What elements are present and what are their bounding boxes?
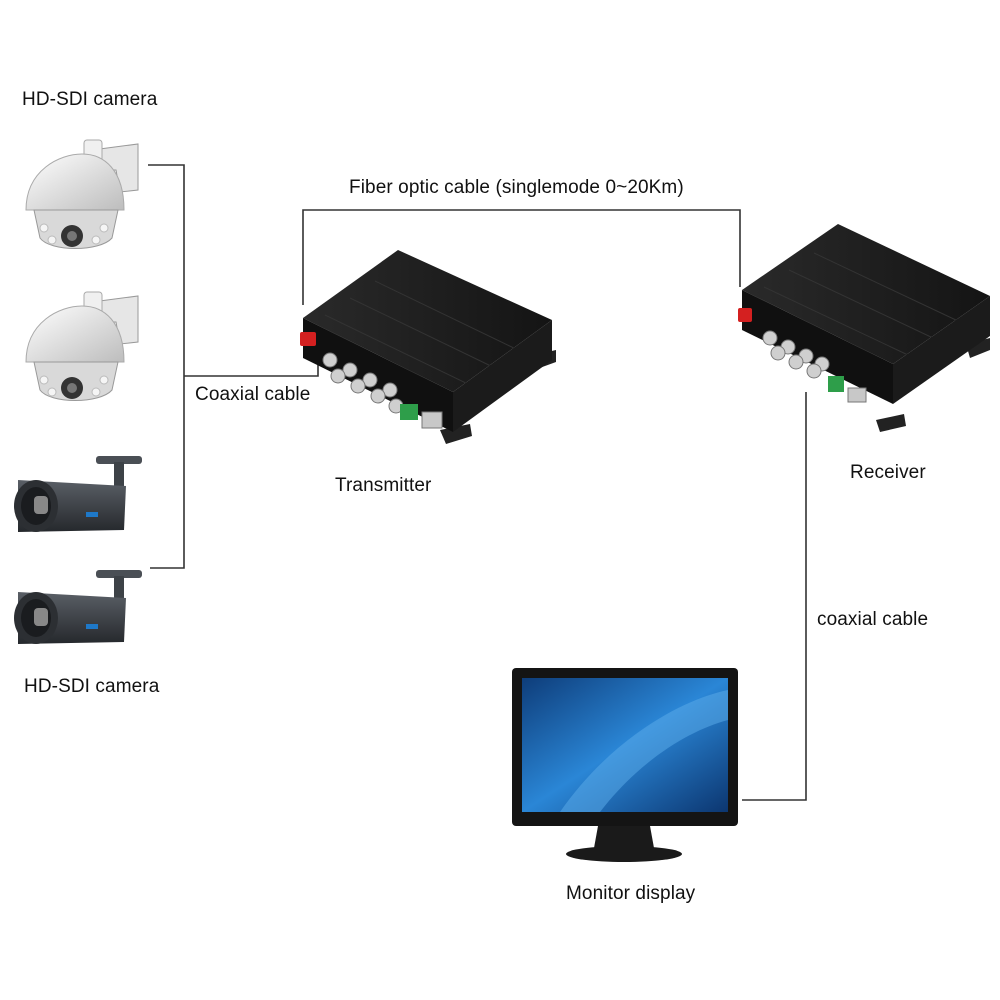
fiber-cable-label: Fiber optic cable (singlemode 0~20Km) — [349, 177, 684, 198]
monitor-icon — [512, 668, 738, 862]
camera-top-label: HD-SDI camera — [22, 89, 158, 110]
connection-lines — [148, 164, 807, 801]
fiber-transmitter-icon — [300, 250, 556, 444]
fiber-optic-line — [302, 209, 741, 305]
monitor-label: Monitor display — [566, 883, 696, 904]
bullet-camera-icon — [14, 570, 142, 644]
coaxial-cable-left-label: Coaxial cable — [195, 384, 311, 405]
camera-bottom-label: HD-SDI camera — [24, 676, 160, 697]
coax-to-monitor-line — [742, 392, 807, 801]
bullet-camera-icon — [14, 456, 142, 532]
dome-camera-icon — [25, 139, 139, 249]
coax-to-transmitter-line — [184, 365, 319, 377]
coaxial-cable-right-label: coaxial cable — [817, 609, 929, 630]
dome-camera-icon — [25, 291, 139, 401]
receiver-label: Receiver — [850, 462, 926, 483]
transmitter-label: Transmitter — [335, 475, 432, 496]
camera-bus-line — [148, 164, 185, 569]
fiber-receiver-icon — [738, 224, 990, 432]
